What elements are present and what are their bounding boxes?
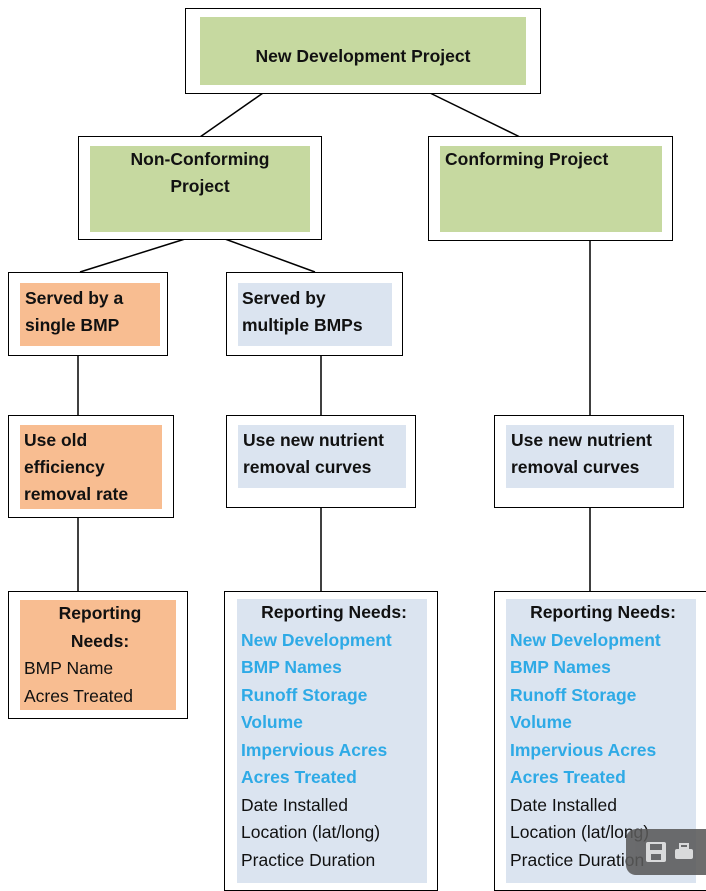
print-icon[interactable] (674, 842, 694, 862)
curves-right-line1: Use new nutrient (511, 430, 652, 450)
old-rate-line2: efficiency (24, 457, 105, 477)
node-multiple-bmps-label: Served by multiple BMPs (238, 283, 392, 346)
needs-right-highlight-impervious-acres: Impervious Acres (510, 739, 657, 760)
needs-right-item-date-installed: Date Installed (510, 794, 618, 815)
needs-right-item-location: Location (lat/long) (510, 822, 650, 842)
needs-mid-item-practice-duration: Practice Duration (241, 849, 376, 870)
single-bmp-line1: Served by a (25, 288, 124, 308)
non-conforming-line1: Non-Conforming (130, 149, 270, 169)
node-single-bmp-label: Served by a single BMP (20, 283, 160, 346)
needs-mid-highlight-new-development: New Development (241, 629, 392, 650)
needs-mid-highlight-impervious-acres: Impervious Acres (241, 739, 388, 760)
needs-mid-header: Reporting Needs: (261, 602, 407, 622)
needs-left-header-line1: Reporting (58, 603, 142, 623)
old-rate-line3: removal rate (24, 484, 129, 504)
curves-mid-line2: removal curves (243, 457, 372, 477)
non-conforming-line2: Project (170, 176, 230, 196)
needs-mid-item-location: Location (lat/long) (241, 822, 381, 842)
node-curves-right-label: Use new nutrient removal curves (506, 425, 674, 488)
node-old-rate-label: Use old efficiency removal rate (20, 425, 162, 509)
connector-top-to-nonconforming (199, 92, 264, 138)
single-bmp-line2: single BMP (25, 315, 120, 335)
needs-right-item-practice-duration: Practice Duration (510, 849, 645, 870)
pdf-floating-toolbar (626, 829, 706, 875)
save-icon[interactable] (646, 842, 666, 862)
needs-left-item-acres-treated: Acres Treated (24, 685, 133, 706)
conforming-text: Conforming Project (445, 149, 609, 169)
needs-mid-item-date-installed: Date Installed (241, 794, 349, 815)
needs-right-header: Reporting Needs: (530, 602, 676, 622)
multiple-bmps-line1: Served by (242, 288, 326, 308)
needs-right-highlight-acres-treated: Acres Treated (510, 767, 626, 787)
new-development-text: New Development Project (255, 46, 471, 66)
needs-right-highlight-runoff-storage: Runoff Storage (510, 684, 637, 705)
node-new-development-label: New Development Project (200, 17, 526, 85)
needs-right-highlight-volume: Volume (510, 712, 572, 732)
connector-top-to-conforming (429, 92, 521, 138)
needs-left-header-line2: Needs: (70, 630, 130, 651)
needs-left-item-bmp-name: BMP Name (24, 658, 114, 678)
node-needs-mid-content: Reporting Needs: New Development BMP Nam… (237, 599, 427, 883)
node-conforming-label: Conforming Project (440, 146, 662, 232)
multiple-bmps-line2: multiple BMPs (242, 315, 363, 335)
curves-mid-line1: Use new nutrient (243, 430, 384, 450)
needs-mid-highlight-acres-treated: Acres Treated (241, 767, 357, 787)
needs-mid-highlight-bmp-names: BMP Names (241, 657, 342, 677)
node-non-conforming-label: Non-Conforming Project (90, 146, 310, 232)
node-curves-mid-label: Use new nutrient removal curves (238, 425, 406, 488)
old-rate-line1: Use old (24, 430, 88, 450)
connector-nonconforming-to-multiple (224, 238, 316, 273)
needs-right-highlight-new-development: New Development (510, 629, 661, 650)
needs-mid-highlight-runoff-storage: Runoff Storage (241, 684, 368, 705)
needs-right-highlight-bmp-names: BMP Names (510, 657, 611, 677)
needs-mid-highlight-volume: Volume (241, 712, 303, 732)
connector-nonconforming-to-single (79, 238, 186, 273)
curves-right-line2: removal curves (511, 457, 640, 477)
node-needs-left-content: Reporting Needs: BMP Name Acres Treated (20, 600, 176, 710)
